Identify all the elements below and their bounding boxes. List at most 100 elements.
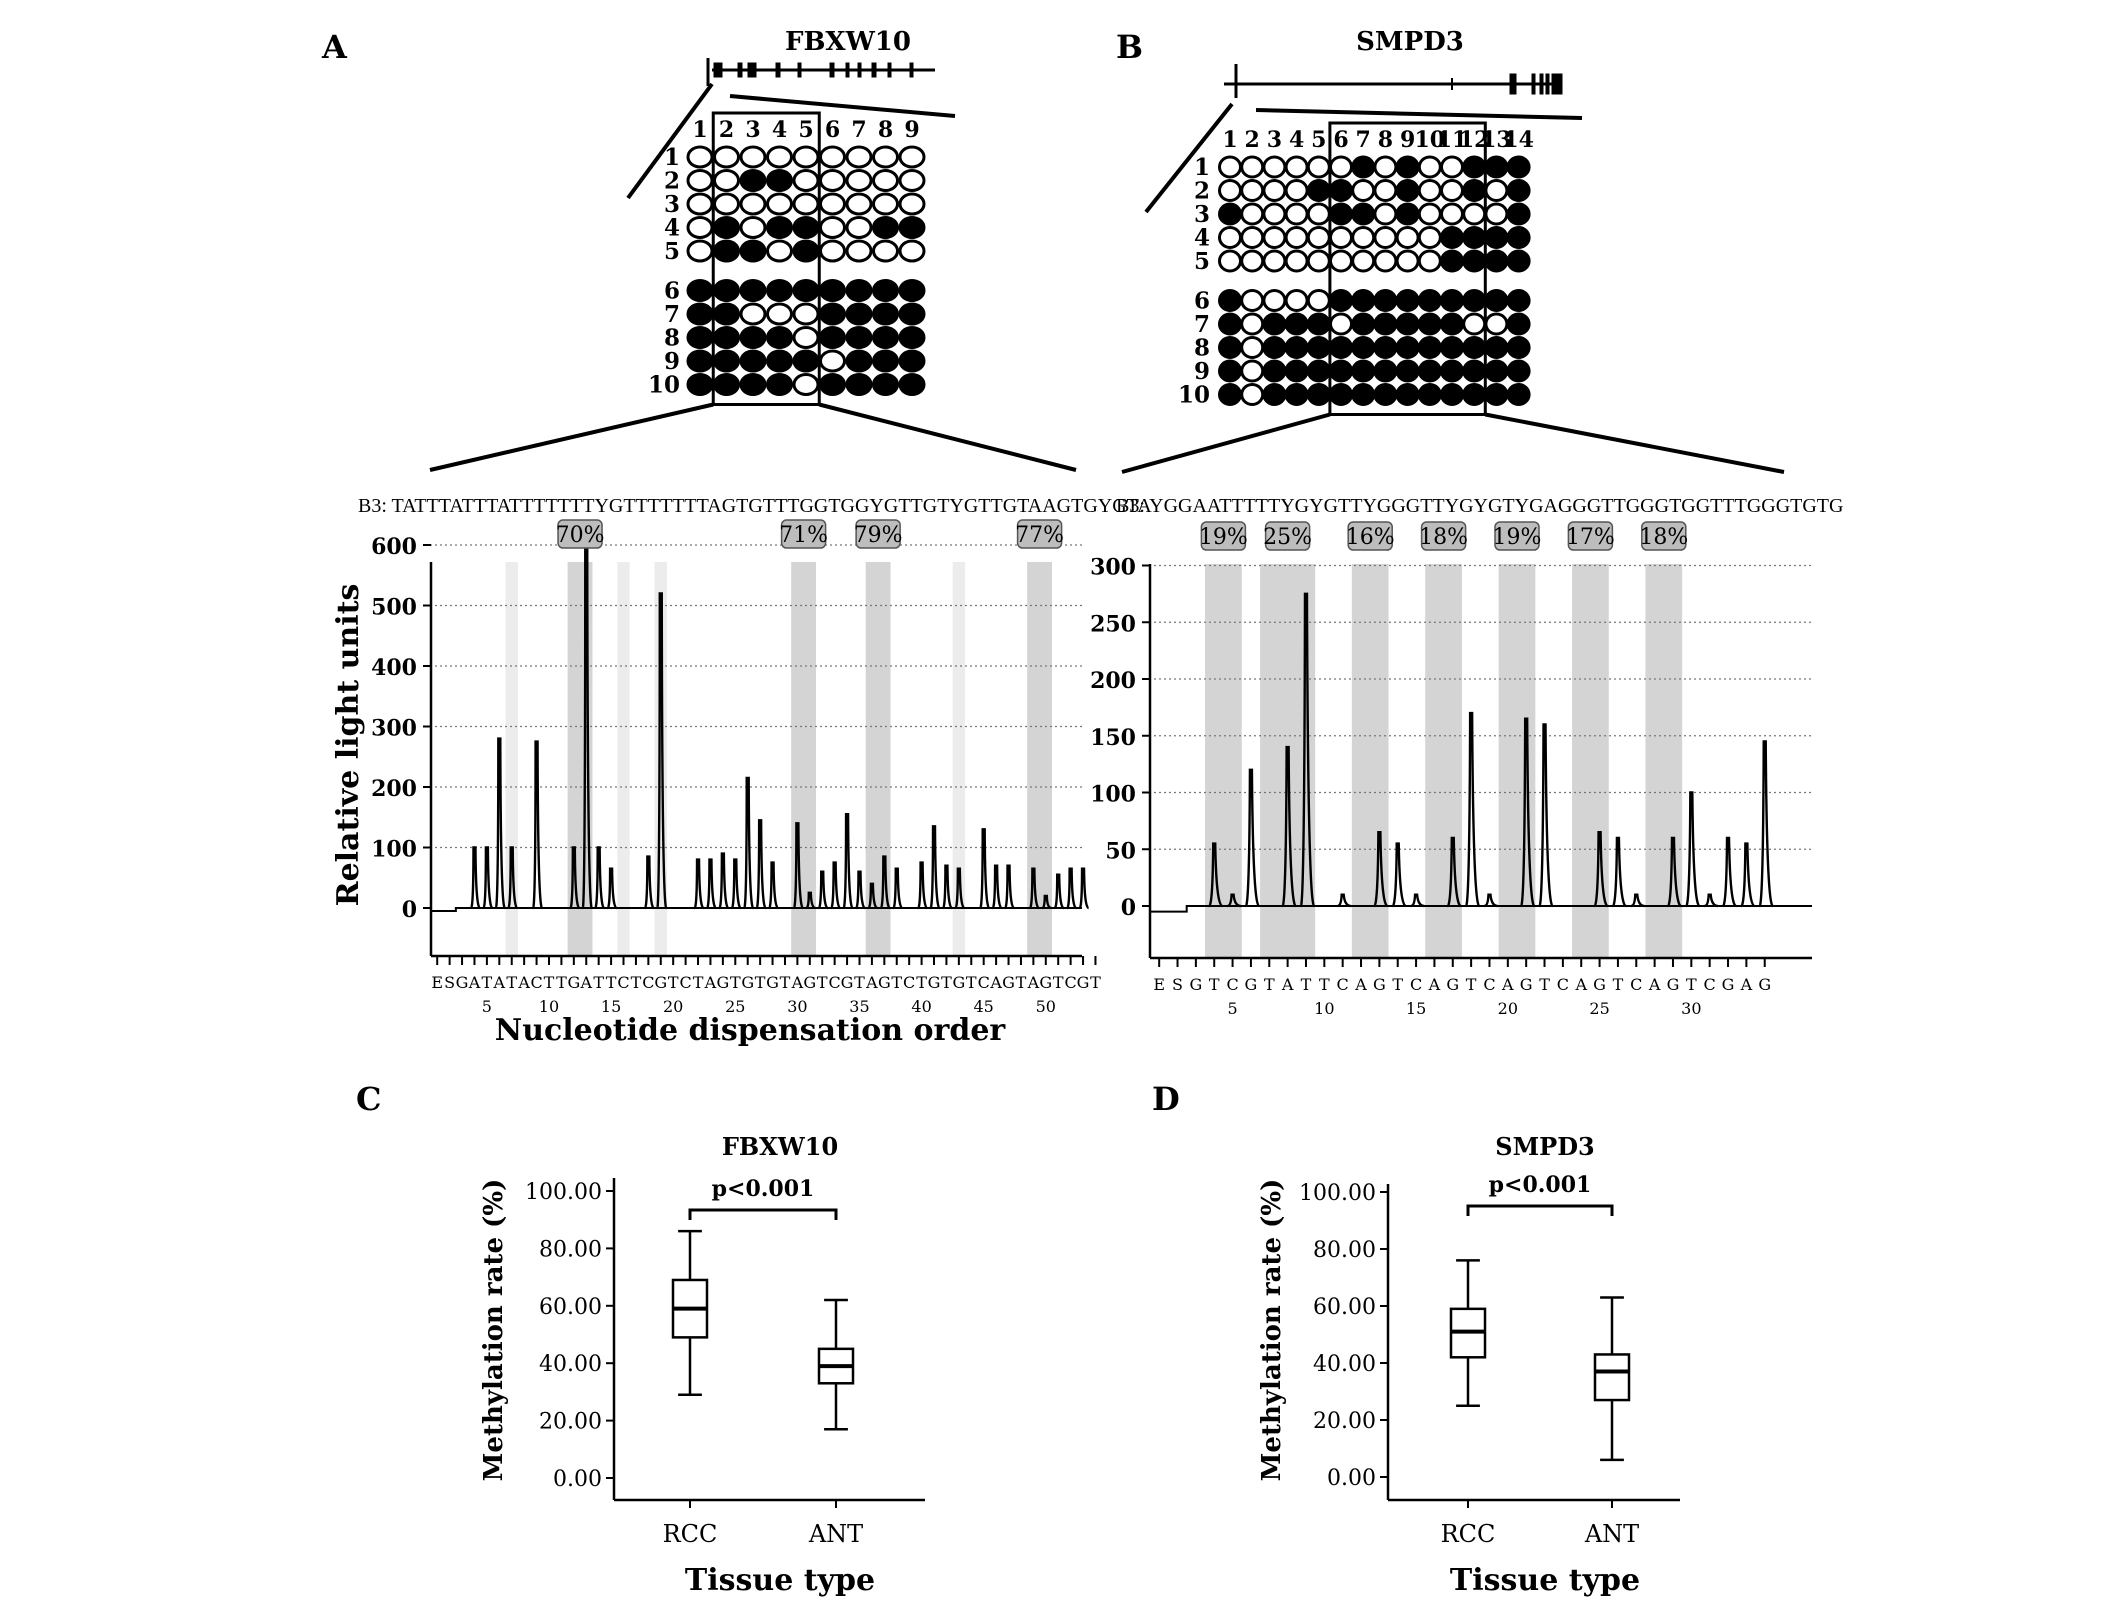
unmethylated-cpg bbox=[1440, 202, 1464, 226]
methylated-cpg bbox=[1395, 359, 1420, 383]
percent-label: 17% bbox=[1566, 525, 1615, 550]
unmethylated-cpg bbox=[1218, 179, 1242, 202]
methylated-cpg bbox=[1351, 155, 1376, 179]
x-category-label: RCC bbox=[1441, 1520, 1496, 1548]
pyro-peak bbox=[643, 855, 656, 910]
unmethylated-cpg bbox=[1417, 249, 1442, 273]
pyro-peak bbox=[1538, 723, 1554, 908]
unmethylated-cpg bbox=[872, 239, 899, 263]
panel-c-title: FBXW10 bbox=[722, 1132, 838, 1161]
pyro-peak bbox=[1684, 791, 1701, 908]
unmethylated-cpg bbox=[713, 145, 740, 169]
dispensation-letter: C bbox=[642, 973, 654, 992]
cpg-highlight-band bbox=[1425, 564, 1462, 958]
dispensation-letter: T bbox=[606, 973, 617, 992]
methylated-cpg bbox=[1484, 359, 1509, 383]
column-label: 4 bbox=[772, 117, 787, 143]
dispensation-letter: T bbox=[1466, 975, 1477, 994]
dispensation-letter: S bbox=[1172, 975, 1183, 994]
unmethylated-cpg bbox=[792, 373, 820, 396]
unmethylated-cpg bbox=[1284, 155, 1309, 179]
methylated-cpg bbox=[1306, 383, 1331, 406]
unmethylated-cpg bbox=[1240, 226, 1265, 249]
zoom-line bbox=[1144, 102, 1234, 214]
methylated-cpg bbox=[1462, 336, 1487, 359]
y-tick-label: 80.00 bbox=[1313, 1238, 1376, 1263]
methylated-cpg bbox=[1462, 155, 1487, 179]
row-label: 7 bbox=[664, 301, 680, 328]
gene-exon bbox=[713, 62, 723, 78]
dispensation-letter: G bbox=[952, 973, 965, 992]
x-category-label: RCC bbox=[663, 1520, 718, 1548]
dispensation-letter: A bbox=[1354, 975, 1367, 994]
methylated-cpg bbox=[1373, 383, 1398, 406]
gene-exon bbox=[1545, 73, 1550, 95]
dispensation-letter: C bbox=[1557, 975, 1569, 994]
dispensation-letter: T bbox=[1090, 973, 1101, 992]
trace-baseline bbox=[431, 907, 1082, 913]
methylated-cpg bbox=[766, 169, 793, 192]
dispensation-letter: T bbox=[1016, 973, 1027, 992]
column-label: 5 bbox=[1311, 127, 1326, 153]
row-label: 8 bbox=[1194, 335, 1210, 362]
methylated-cpg bbox=[1351, 289, 1376, 312]
y-tick-label: 300 bbox=[371, 716, 417, 742]
methylated-cpg bbox=[1284, 383, 1309, 406]
panel-d-title: SMPD3 bbox=[1495, 1132, 1594, 1161]
dispensation-letter: A bbox=[791, 973, 804, 992]
unmethylated-cpg bbox=[792, 145, 820, 169]
percent-label: 16% bbox=[1346, 525, 1395, 550]
methylated-cpg bbox=[713, 239, 740, 263]
row-label: 6 bbox=[664, 278, 680, 305]
methylated-cpg bbox=[1484, 336, 1509, 359]
unmethylated-cpg bbox=[1306, 249, 1331, 273]
unmethylated-cpg bbox=[766, 239, 793, 263]
unmethylated-cpg bbox=[1306, 289, 1331, 312]
gene-exon bbox=[871, 62, 877, 78]
analyzed-region-box bbox=[1328, 121, 1487, 416]
dispensation-letter: A bbox=[1740, 975, 1753, 994]
dispensation-letter: S bbox=[444, 973, 455, 992]
dispensation-letter: A bbox=[989, 973, 1002, 992]
unmethylated-cpg bbox=[1262, 226, 1287, 249]
methylated-cpg bbox=[739, 239, 767, 263]
methylated-cpg bbox=[766, 349, 793, 373]
column-label: 9 bbox=[904, 117, 919, 143]
y-tick-label: 60.00 bbox=[1313, 1295, 1376, 1320]
dispensation-letter: A bbox=[704, 973, 717, 992]
percent-badge bbox=[1567, 521, 1614, 551]
methylated-cpg bbox=[845, 373, 873, 396]
dispensation-letter: G bbox=[741, 973, 754, 992]
unmethylated-cpg bbox=[1373, 226, 1398, 249]
p-value-label: p<0.001 bbox=[712, 1176, 815, 1202]
dispensation-letter: G bbox=[1667, 975, 1680, 994]
pyro-peak bbox=[817, 870, 829, 910]
gene-exon bbox=[1509, 73, 1517, 95]
row-label: 2 bbox=[1194, 178, 1210, 205]
dispensation-letter: T bbox=[1301, 975, 1312, 994]
column-label: 5 bbox=[798, 117, 813, 143]
pyro-peak bbox=[1281, 745, 1298, 908]
percent-label: 70% bbox=[556, 523, 605, 548]
y-tick-label: 200 bbox=[1090, 668, 1136, 694]
unmethylated-cpg bbox=[739, 192, 767, 216]
x-category-label: ANT bbox=[1584, 1520, 1639, 1548]
panel-d: D SMPD3 0.0020.0040.0060.0080.00100.00RC… bbox=[1152, 1080, 1680, 1598]
unmethylated-cpg bbox=[686, 239, 714, 263]
significance-bracket bbox=[688, 1208, 838, 1220]
methylated-cpg bbox=[792, 216, 820, 239]
unmethylated-cpg bbox=[686, 216, 714, 239]
gene-exon bbox=[909, 62, 914, 78]
methylated-cpg bbox=[686, 302, 714, 326]
methylated-cpg bbox=[1484, 226, 1509, 249]
unmethylated-cpg bbox=[898, 169, 926, 192]
methylated-cpg bbox=[1329, 179, 1353, 202]
pyro-peak bbox=[1758, 740, 1775, 908]
methylated-cpg bbox=[898, 216, 926, 239]
pyro-peak bbox=[867, 882, 878, 910]
y-tick-label: 20.00 bbox=[539, 1410, 602, 1435]
pyro-peak bbox=[1373, 831, 1389, 908]
column-label: 7 bbox=[851, 117, 866, 143]
